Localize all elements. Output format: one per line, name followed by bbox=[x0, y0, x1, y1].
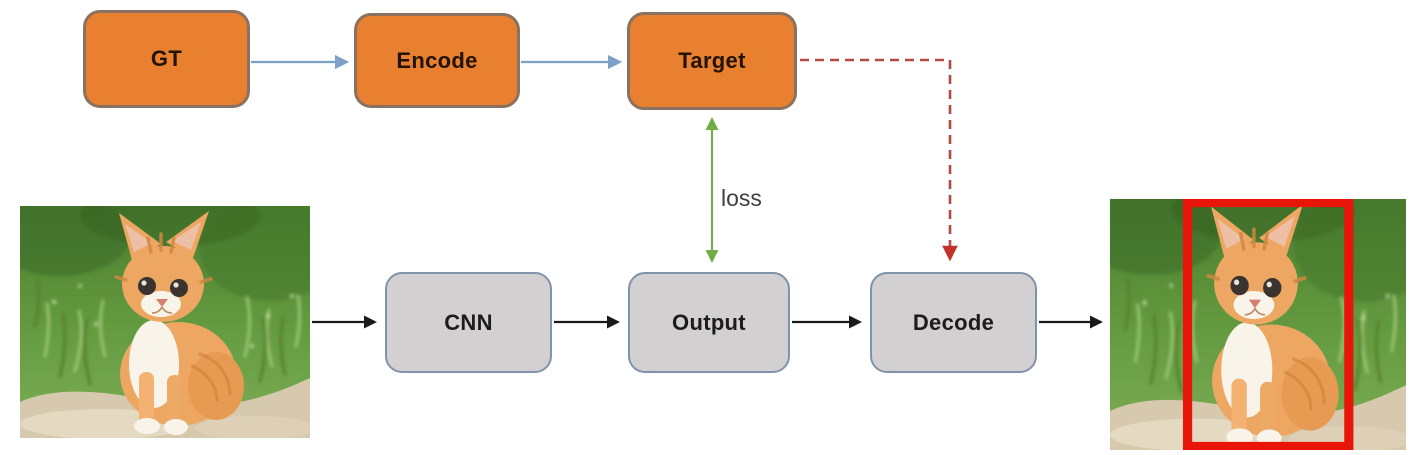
kitten-photo bbox=[1110, 199, 1406, 450]
node-cnn-label: CNN bbox=[444, 309, 493, 335]
node-target: Target bbox=[627, 12, 797, 110]
node-encode: Encode bbox=[354, 13, 520, 108]
predicted-bbox bbox=[1182, 199, 1354, 450]
arrow-target-to-decode-dashed bbox=[800, 58, 958, 262]
node-cnn: CNN bbox=[385, 272, 552, 373]
node-decode-label: Decode bbox=[912, 309, 995, 335]
input-image bbox=[20, 206, 310, 438]
output-image bbox=[1110, 199, 1406, 450]
node-gt: GT bbox=[83, 10, 250, 108]
node-encode-label: Encode bbox=[396, 47, 478, 73]
node-output-label: Output bbox=[672, 309, 746, 335]
node-target-label: Target bbox=[678, 48, 746, 73]
loss-label: loss bbox=[721, 185, 762, 211]
kitten-photo bbox=[20, 206, 310, 438]
node-output: Output bbox=[628, 272, 790, 373]
node-gt-label: GT bbox=[150, 46, 183, 71]
node-decode: Decode bbox=[870, 272, 1037, 373]
